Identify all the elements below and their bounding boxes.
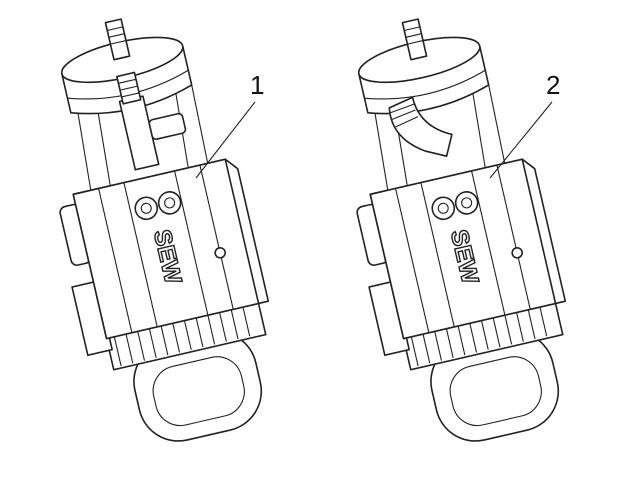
motor-2: SEW	[312, 0, 593, 459]
callout-label-1: 1	[250, 70, 265, 100]
leader-line-2	[489, 101, 553, 179]
leader-line-1	[195, 101, 256, 179]
motor-1: SEW	[15, 0, 296, 459]
callout-label-2: 2	[546, 70, 561, 100]
